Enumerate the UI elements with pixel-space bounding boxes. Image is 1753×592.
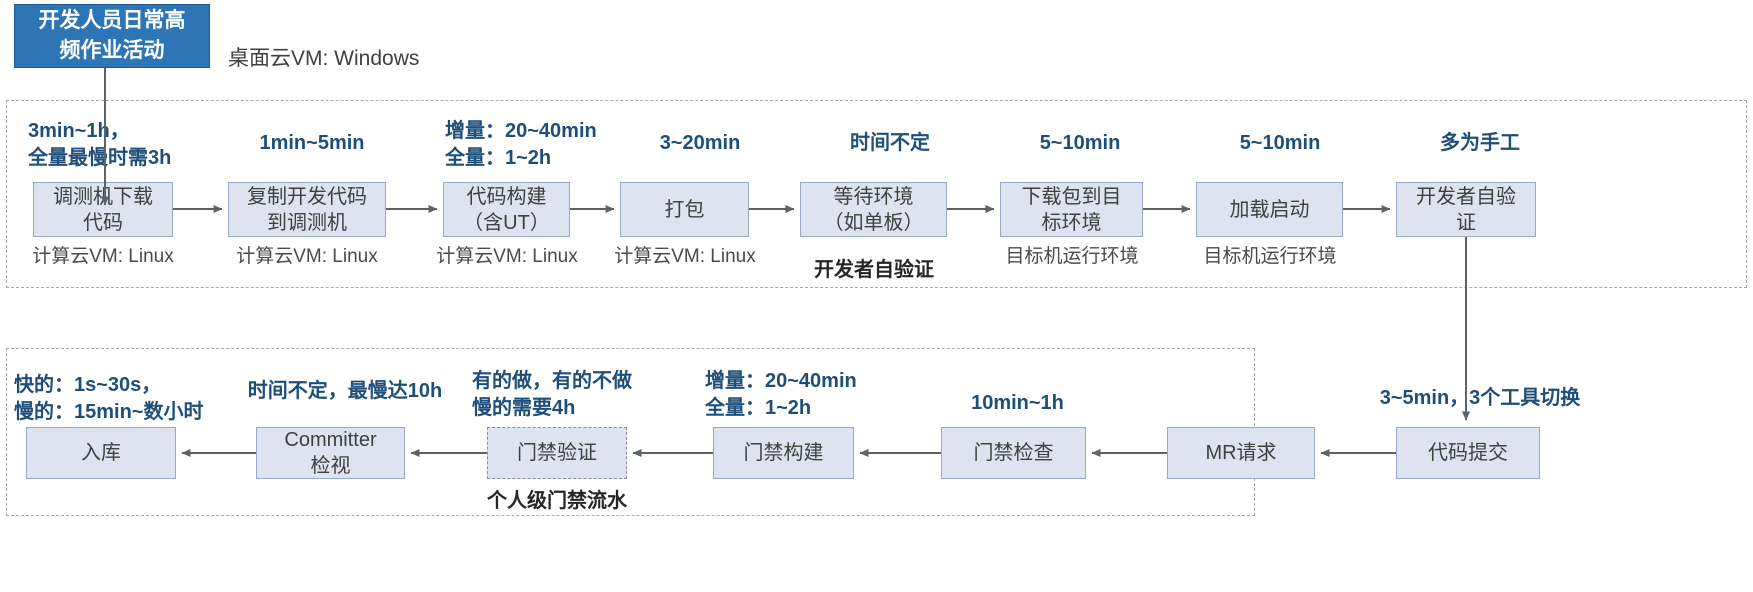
- node-download-code-to-debug-machine[interactable]: 调测机下载 代码: [33, 182, 173, 237]
- node-gate-verification[interactable]: 门禁验证: [487, 427, 627, 479]
- row1-time-2: 增量：20~40min 全量：1~2h: [445, 120, 597, 169]
- row1-time-1: 1min~5min: [259, 132, 365, 154]
- node-merge-to-repo[interactable]: 入库: [26, 427, 176, 479]
- row2-time-4: 10min~1h: [971, 392, 1064, 414]
- node-gate-build[interactable]: 门禁构建: [713, 427, 854, 479]
- row1-time-0: 3min~1h， 全量最慢时需3h: [28, 120, 172, 169]
- row1-time-6: 5~10min: [1239, 132, 1321, 154]
- node-code-build[interactable]: 代码构建 （含UT）: [443, 182, 570, 237]
- row1-time-5: 5~10min: [1039, 132, 1121, 154]
- header-badge-label: 开发人员日常高 频作业活动: [38, 9, 186, 62]
- node-copy-dev-code[interactable]: 复制开发代码 到调测机: [228, 182, 386, 237]
- node-load-and-start[interactable]: 加载启动: [1196, 182, 1343, 237]
- group-row1-container: [6, 100, 1747, 288]
- row2-time-0: 快的：1s~30s， 慢的：15min~数小时: [14, 374, 204, 423]
- header-note-desktop-vm: 桌面云VM: Windows: [228, 47, 420, 70]
- node-gate-check[interactable]: 门禁检查: [941, 427, 1086, 479]
- row1-env-0: 计算云VM: Linux: [32, 246, 174, 267]
- node-code-submit[interactable]: 代码提交: [1396, 427, 1540, 479]
- row1-env-3: 计算云VM: Linux: [614, 246, 756, 267]
- node-mr-request[interactable]: MR请求: [1167, 427, 1315, 479]
- header-badge: 开发人员日常高 频作业活动: [14, 4, 210, 68]
- node-developer-self-verify-row1[interactable]: 开发者自验 证: [1396, 182, 1536, 237]
- row2-time-1: 时间不定，最慢达10h: [247, 380, 443, 402]
- row2-time-2: 有的做，有的不做 慢的需要4h: [472, 370, 632, 419]
- node-packaging[interactable]: 打包: [620, 182, 749, 237]
- node-committer-review[interactable]: Committer 检视: [256, 427, 405, 479]
- row1-time-3: 3~20min: [659, 132, 741, 154]
- node-download-package-to-target[interactable]: 下载包到目 标环境: [1000, 182, 1143, 237]
- row1-env-5: 目标机运行环境: [1005, 246, 1139, 267]
- row1-env-2: 计算云VM: Linux: [436, 246, 578, 267]
- row1-env-4: 开发者自验证: [814, 259, 934, 281]
- row1-time-7: 多为手工: [1440, 132, 1520, 154]
- node-wait-environment[interactable]: 等待环境 （如单板）: [800, 182, 947, 237]
- row1-env-1: 计算云VM: Linux: [236, 246, 378, 267]
- row2-caption: 个人级门禁流水: [487, 490, 627, 512]
- row1-env-6: 目标机运行环境: [1203, 246, 1337, 267]
- row1-time-4: 时间不定: [850, 132, 930, 154]
- row2-time-3: 增量：20~40min 全量：1~2h: [705, 370, 857, 419]
- row2-time-6: 3~5min，3个工具切换: [1379, 387, 1581, 409]
